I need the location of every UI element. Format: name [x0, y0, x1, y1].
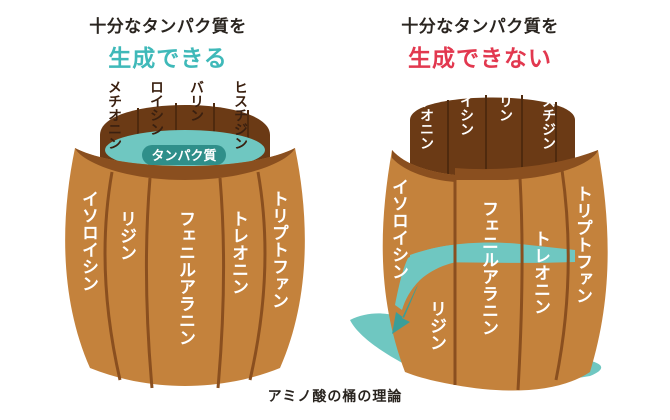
leak-arrow-icon	[392, 285, 418, 334]
left-label-histidine: ヒスチジン	[232, 80, 248, 150]
left-label-tryptophan: トリプトファン	[268, 190, 288, 309]
right-label-lysine: リジン	[426, 300, 446, 351]
left-liquid-label-text: タンパク質	[151, 148, 216, 164]
left-top-labels: メチオニン ロイシン バリン ヒスチジン	[106, 80, 248, 150]
left-label-phenylalanine: フェニルアラニン	[175, 210, 196, 346]
right-label-histidine: ヒスチジン	[540, 80, 556, 150]
right-barrel-liquid	[410, 242, 575, 263]
right-barrel-rim	[455, 150, 598, 180]
left-heading-line2: 生成できる	[108, 46, 228, 72]
right-label-leucine: ロイシン	[458, 80, 474, 136]
right-label-valine: バリン	[497, 80, 513, 122]
left-label-lysine: リジン	[116, 210, 136, 261]
right-label-tryptophan: トリプトファン	[572, 185, 592, 304]
left-barrel-stave-lines	[103, 171, 267, 389]
right-heading-line1: 十分なタンパク質を	[401, 17, 559, 37]
right-label-phenylalanine: フェニルアラニン	[478, 200, 499, 336]
diagram-caption: アミノ酸の桶の理論	[267, 389, 403, 405]
left-liquid-label: タンパク質	[142, 145, 226, 165]
right-label-isoleucine: イソロイシン	[388, 178, 408, 280]
left-label-leucine: ロイシン	[148, 80, 164, 136]
right-top-labels: メチオニン ロイシン バリン ヒスチジン	[418, 80, 556, 150]
right-label-threonine: トレオニン	[530, 230, 550, 315]
right-heading-line2: 生成できない	[408, 46, 552, 72]
right-bottom-labels: イソロイシン リジン フェニルアラニン トレオニン トリプトファン	[388, 178, 592, 351]
left-bottom-labels: イソロイシン リジン フェニルアラニン トレオニン トリプトファン	[78, 190, 288, 346]
right-barrel	[350, 95, 608, 391]
left-barrel-rim	[75, 148, 295, 180]
right-label-methionine: メチオニン	[418, 80, 434, 150]
left-label-isoleucine: イソロイシン	[78, 190, 98, 292]
left-label-methionine: メチオニン	[106, 80, 122, 150]
left-label-threonine: トレオニン	[228, 210, 248, 295]
right-barrel-stave-lines	[453, 169, 570, 391]
left-heading-line1: 十分なタンパク質を	[89, 17, 247, 37]
left-heading: 十分なタンパク質を 生成できる	[58, 12, 278, 73]
right-heading: 十分なタンパク質を 生成できない	[370, 12, 590, 73]
right-barrel-short-stave-top	[392, 150, 455, 182]
left-label-valine: バリン	[188, 80, 204, 122]
left-barrel-body	[65, 148, 305, 386]
right-barrel-body	[455, 150, 608, 391]
left-barrel	[65, 103, 305, 389]
